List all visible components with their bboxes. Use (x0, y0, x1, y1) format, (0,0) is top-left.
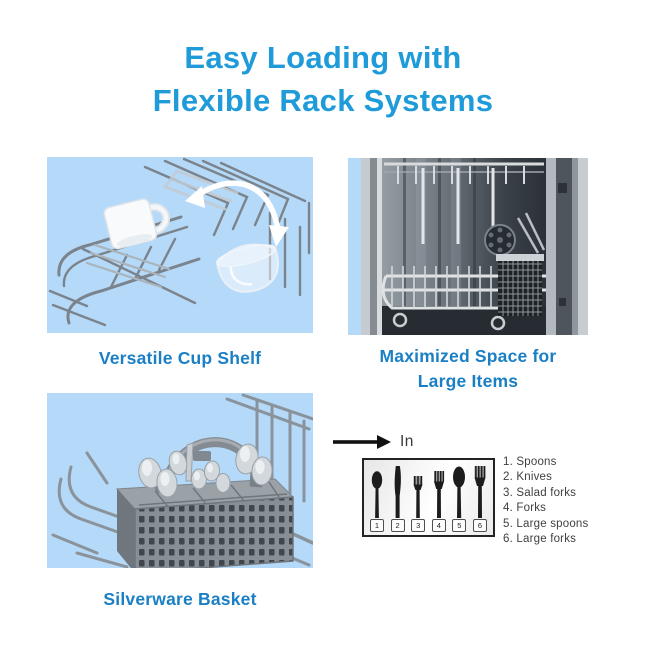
in-label: In (400, 433, 414, 450)
interior-basket-icon (496, 254, 544, 316)
fold-down-tines (516, 212, 546, 254)
cutlery-slot-1: 1 (368, 463, 386, 535)
page-title: Easy Loading with Flexible Rack Systems (0, 36, 646, 122)
large-fork-icon (474, 466, 486, 518)
cutlery-slot-2: 2 (389, 463, 407, 535)
legend-item-5: 5. Large spoons (503, 517, 589, 530)
curved-arrow-icon (185, 180, 289, 247)
legend-item-2: 2. Knives (503, 471, 553, 484)
cutlery-slot-5: 5 (450, 463, 468, 535)
cutlery-slot-4: 4 (430, 463, 448, 535)
cup-shelf-wires (85, 243, 171, 289)
cutlery-legend: 1. Spoons 2. Knives 3. Salad forks 4. Fo… (503, 455, 588, 547)
slot-number-2: 2 (390, 519, 405, 532)
legend-item-6: 6. Large forks (503, 533, 577, 546)
dishwasher-interior-photo (348, 158, 588, 335)
rack-wires (48, 157, 311, 327)
knife-icon (394, 466, 401, 518)
cutlery-box: 1 2 3 (362, 458, 495, 537)
page-title-line-2: Flexible Rack Systems (152, 83, 494, 118)
spoon-icon (371, 471, 383, 518)
cutlery-slot-6: 6 (471, 463, 489, 535)
large-items-caption: Maximized Space for Large Items (348, 344, 588, 394)
silverware-basket-panel (47, 393, 313, 568)
loading-direction: In (333, 433, 414, 451)
slot-number-5: 5 (452, 519, 467, 532)
slot-number-4: 4 (431, 519, 446, 532)
cup-shelf-caption: Versatile Cup Shelf (98, 348, 262, 368)
page-title-line-1: Easy Loading with (184, 40, 462, 75)
cutlery-in-basket (138, 442, 273, 498)
slot-number-6: 6 (472, 519, 487, 532)
legend-item-1: 1. Spoons (503, 456, 557, 468)
cup-shelf-panel (47, 157, 313, 333)
slot-number-3: 3 (411, 519, 426, 532)
salad-fork-icon (413, 476, 423, 518)
silverware-basket-caption: Silverware Basket (103, 589, 257, 609)
large-items-caption-line-1: Maximized Space for (379, 346, 557, 366)
fork-icon (433, 471, 444, 518)
in-arrow-icon (333, 435, 391, 449)
slot-number-1: 1 (370, 519, 384, 532)
loading-diagram: In 1 2 (333, 426, 633, 556)
large-items-caption-line-2: Large Items (417, 371, 519, 391)
legend-item-3: 3. Salad forks (503, 486, 577, 499)
cup-shelf-photo (47, 157, 313, 333)
spray-part-icon (484, 224, 516, 256)
large-spoon-icon (453, 466, 466, 518)
glass-icon (215, 243, 279, 293)
legend-item-4: 4. Forks (503, 502, 547, 515)
top-rack-wires (384, 162, 544, 244)
silverware-basket-photo (47, 393, 313, 568)
mug-icon (103, 198, 170, 250)
cutlery-slot-3: 3 (409, 463, 427, 535)
interior-panel (348, 158, 588, 335)
